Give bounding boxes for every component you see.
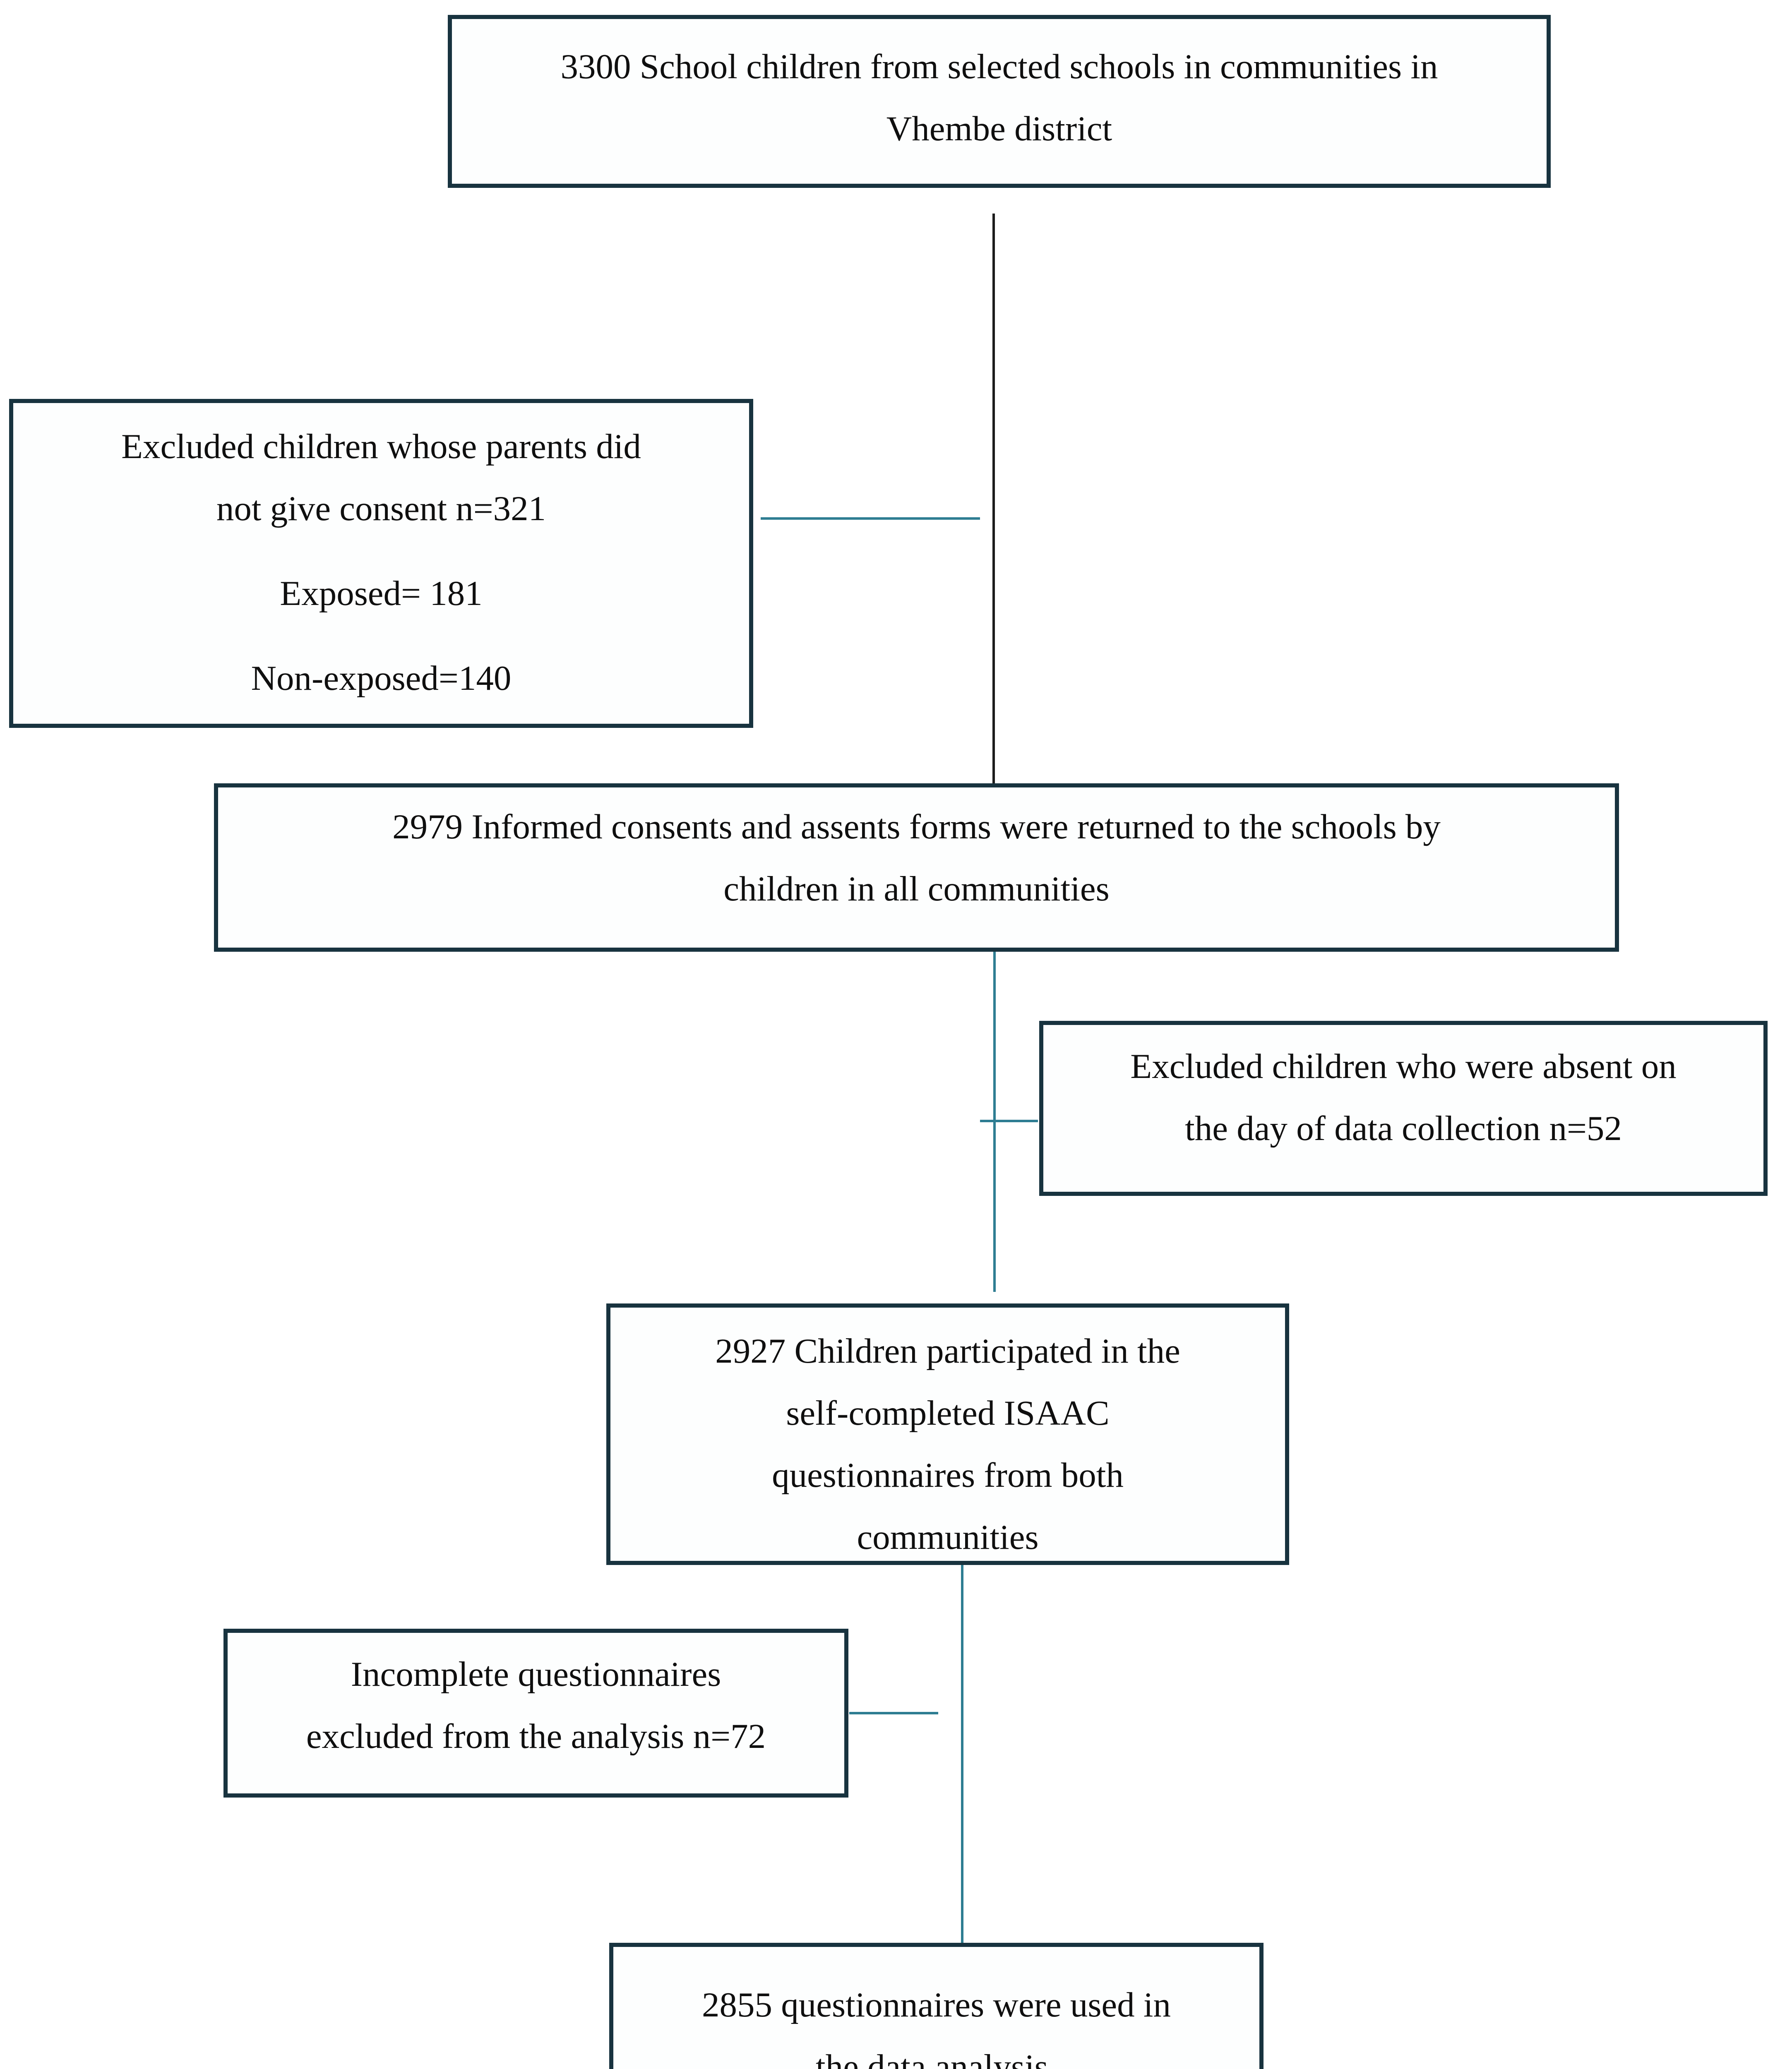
connector-excluded-no-consent-branch — [761, 517, 980, 520]
box-excluded-no-consent-line-3: Exposed= 181 — [280, 574, 483, 613]
box-excluded-absent-line-1: Excluded children who were absent on — [1130, 1047, 1677, 1086]
box-excluded-absent: Excluded children who were absent on the… — [1039, 1021, 1768, 1196]
box-recruited: 3300 School children from selected schoo… — [448, 15, 1551, 188]
connector-excluded-incomplete-branch — [849, 1712, 938, 1714]
box-excluded-no-consent-line-1: Excluded children whose parents did — [121, 427, 641, 466]
connector-participated-to-analyzed — [961, 1565, 963, 1943]
box-analyzed-line-1: 2855 questionnaires were used in — [701, 1985, 1171, 2024]
box-participated-line-4: communities — [857, 1518, 1039, 1557]
box-participated-line-1: 2927 Children participated in the — [715, 1332, 1180, 1371]
box-excluded-no-consent-line-2: not give consent n=321 — [216, 489, 546, 528]
box-excluded-incomplete-line-2: excluded from the analysis n=72 — [306, 1717, 766, 1756]
box-excluded-incomplete: Incomplete questionnaires excluded from … — [223, 1629, 848, 1798]
box-excluded-absent-line-2: the day of data collection n=52 — [1185, 1109, 1622, 1148]
box-participated-line-2: self-completed ISAAC — [786, 1394, 1110, 1433]
box-recruited-line-1: 3300 School children from selected schoo… — [560, 47, 1438, 86]
box-participated-line-3: questionnaires from both — [772, 1456, 1124, 1495]
connector-recruited-to-consents — [992, 214, 995, 783]
connector-excluded-absent-branch — [980, 1120, 1038, 1122]
box-excluded-no-consent-line-4: Non-exposed=140 — [251, 659, 512, 698]
box-excluded-incomplete-line-1: Incomplete questionnaires — [351, 1655, 721, 1694]
box-consents-returned: 2979 Informed consents and assents forms… — [214, 783, 1619, 952]
box-consents-returned-line-2: children in all communities — [723, 869, 1110, 908]
box-participated: 2927 Children participated in the self-c… — [606, 1303, 1289, 1565]
box-excluded-no-consent: Excluded children whose parents did not … — [9, 399, 753, 728]
box-recruited-line-2: Vhembe district — [886, 109, 1112, 148]
box-consents-returned-line-1: 2979 Informed consents and assents forms… — [392, 807, 1441, 846]
box-analyzed-line-2: the data analysis. — [815, 2047, 1057, 2069]
box-analyzed: 2855 questionnaires were used in the dat… — [609, 1943, 1264, 2069]
